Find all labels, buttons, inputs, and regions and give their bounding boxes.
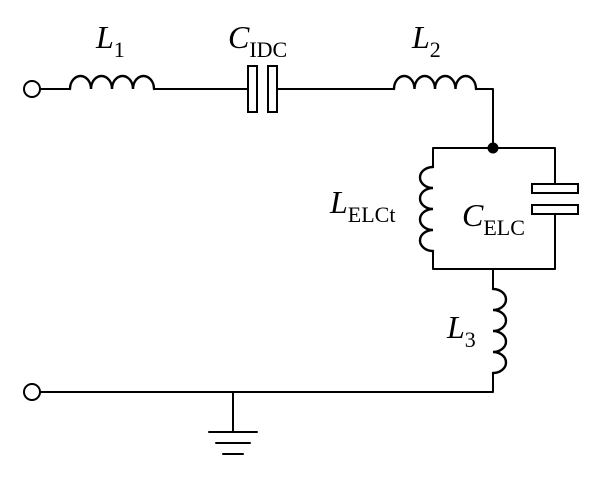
- inductor-l2: [392, 74, 478, 91]
- wire-tank-right-top: [492, 147, 556, 185]
- label-lelct: LELCt: [329, 184, 395, 227]
- capacitor-cidc: [247, 65, 278, 113]
- junction-node: [487, 142, 499, 154]
- label-l2: L2: [411, 19, 441, 62]
- label-cidc: CIDC: [228, 19, 287, 62]
- wire-l2-to-node: [475, 88, 494, 149]
- inductor-l1: [68, 74, 156, 91]
- capacitor-celc: [531, 183, 579, 215]
- terminal-bottom: [23, 383, 41, 401]
- label-l1: L1: [95, 19, 125, 62]
- label-celc: CELC: [462, 197, 525, 240]
- label-l3: L3: [446, 309, 476, 352]
- ground-symbol: [208, 391, 258, 455]
- wire-bottom-rail: [40, 372, 494, 393]
- wire-tank-left: [432, 147, 494, 168]
- inductor-lelct: [418, 165, 435, 253]
- wire-tank-right-bottom: [492, 213, 556, 270]
- terminal-top: [23, 80, 41, 98]
- wire-tank-left-bottom: [432, 250, 494, 270]
- inductor-l3: [491, 287, 508, 375]
